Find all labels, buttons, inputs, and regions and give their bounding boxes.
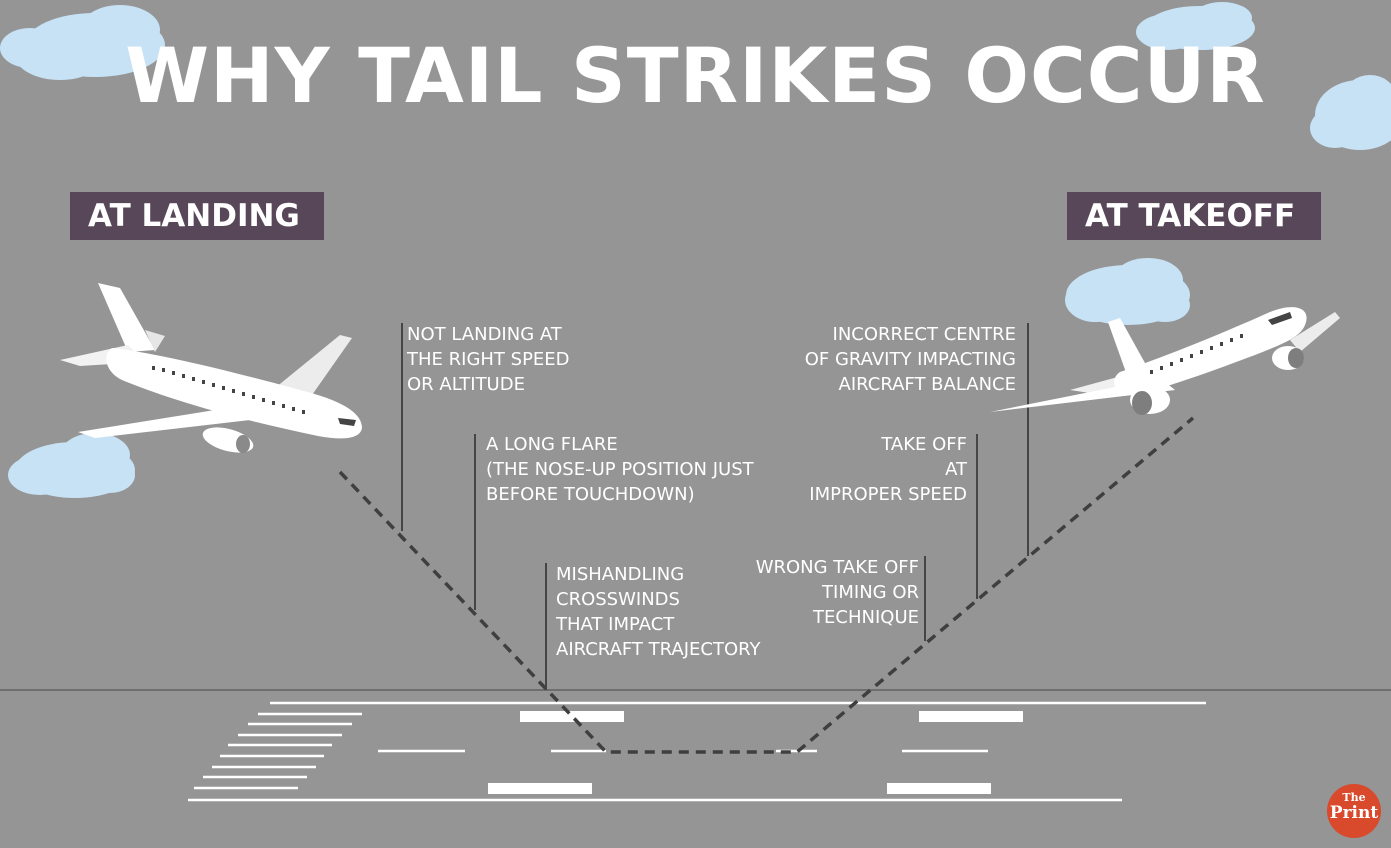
cloud-icon-top-left bbox=[0, 5, 165, 80]
section-badge-landing: AT LANDING bbox=[70, 192, 324, 240]
airplane-landing-icon bbox=[60, 283, 362, 453]
cloud-icon-left bbox=[8, 433, 135, 498]
runway bbox=[188, 701, 1206, 802]
takeoff-leader-lines bbox=[924, 323, 1029, 641]
logo-line-2: Print bbox=[1329, 803, 1379, 823]
landing-cause-speed-altitude: NOT LANDING AT THE RIGHT SPEED OR ALTITU… bbox=[407, 324, 570, 395]
landing-leader-lines bbox=[401, 323, 547, 690]
section-badge-takeoff: AT TAKEOFF bbox=[1067, 192, 1321, 240]
landing-cause-crosswinds: MISHANDLING CROSSWINDS THAT IMPACT AIRCR… bbox=[556, 564, 761, 660]
page-title: WHY TAIL STRIKES OCCUR bbox=[125, 31, 1266, 120]
cloud-icon-right bbox=[1065, 258, 1190, 325]
logo-line-1: The bbox=[1342, 791, 1366, 804]
airplane-takeoff-icon bbox=[975, 307, 1340, 415]
flight-path bbox=[338, 416, 1195, 754]
cloud-icon-top-right bbox=[1136, 2, 1255, 50]
takeoff-cause-centre-of-gravity: INCORRECT CENTRE OF GRAVITY IMPACTING AI… bbox=[804, 324, 1016, 395]
takeoff-cause-improper-speed: TAKE OFF AT IMPROPER SPEED bbox=[809, 434, 967, 505]
landing-cause-long-flare: A LONG FLARE (THE NOSE-UP POSITION JUST … bbox=[486, 434, 754, 505]
theprint-logo: The Print bbox=[1327, 784, 1381, 838]
cloud-icon-edge-right bbox=[1310, 75, 1391, 150]
takeoff-cause-timing-technique: WRONG TAKE OFF TIMING OR TECHNIQUE bbox=[755, 557, 919, 628]
